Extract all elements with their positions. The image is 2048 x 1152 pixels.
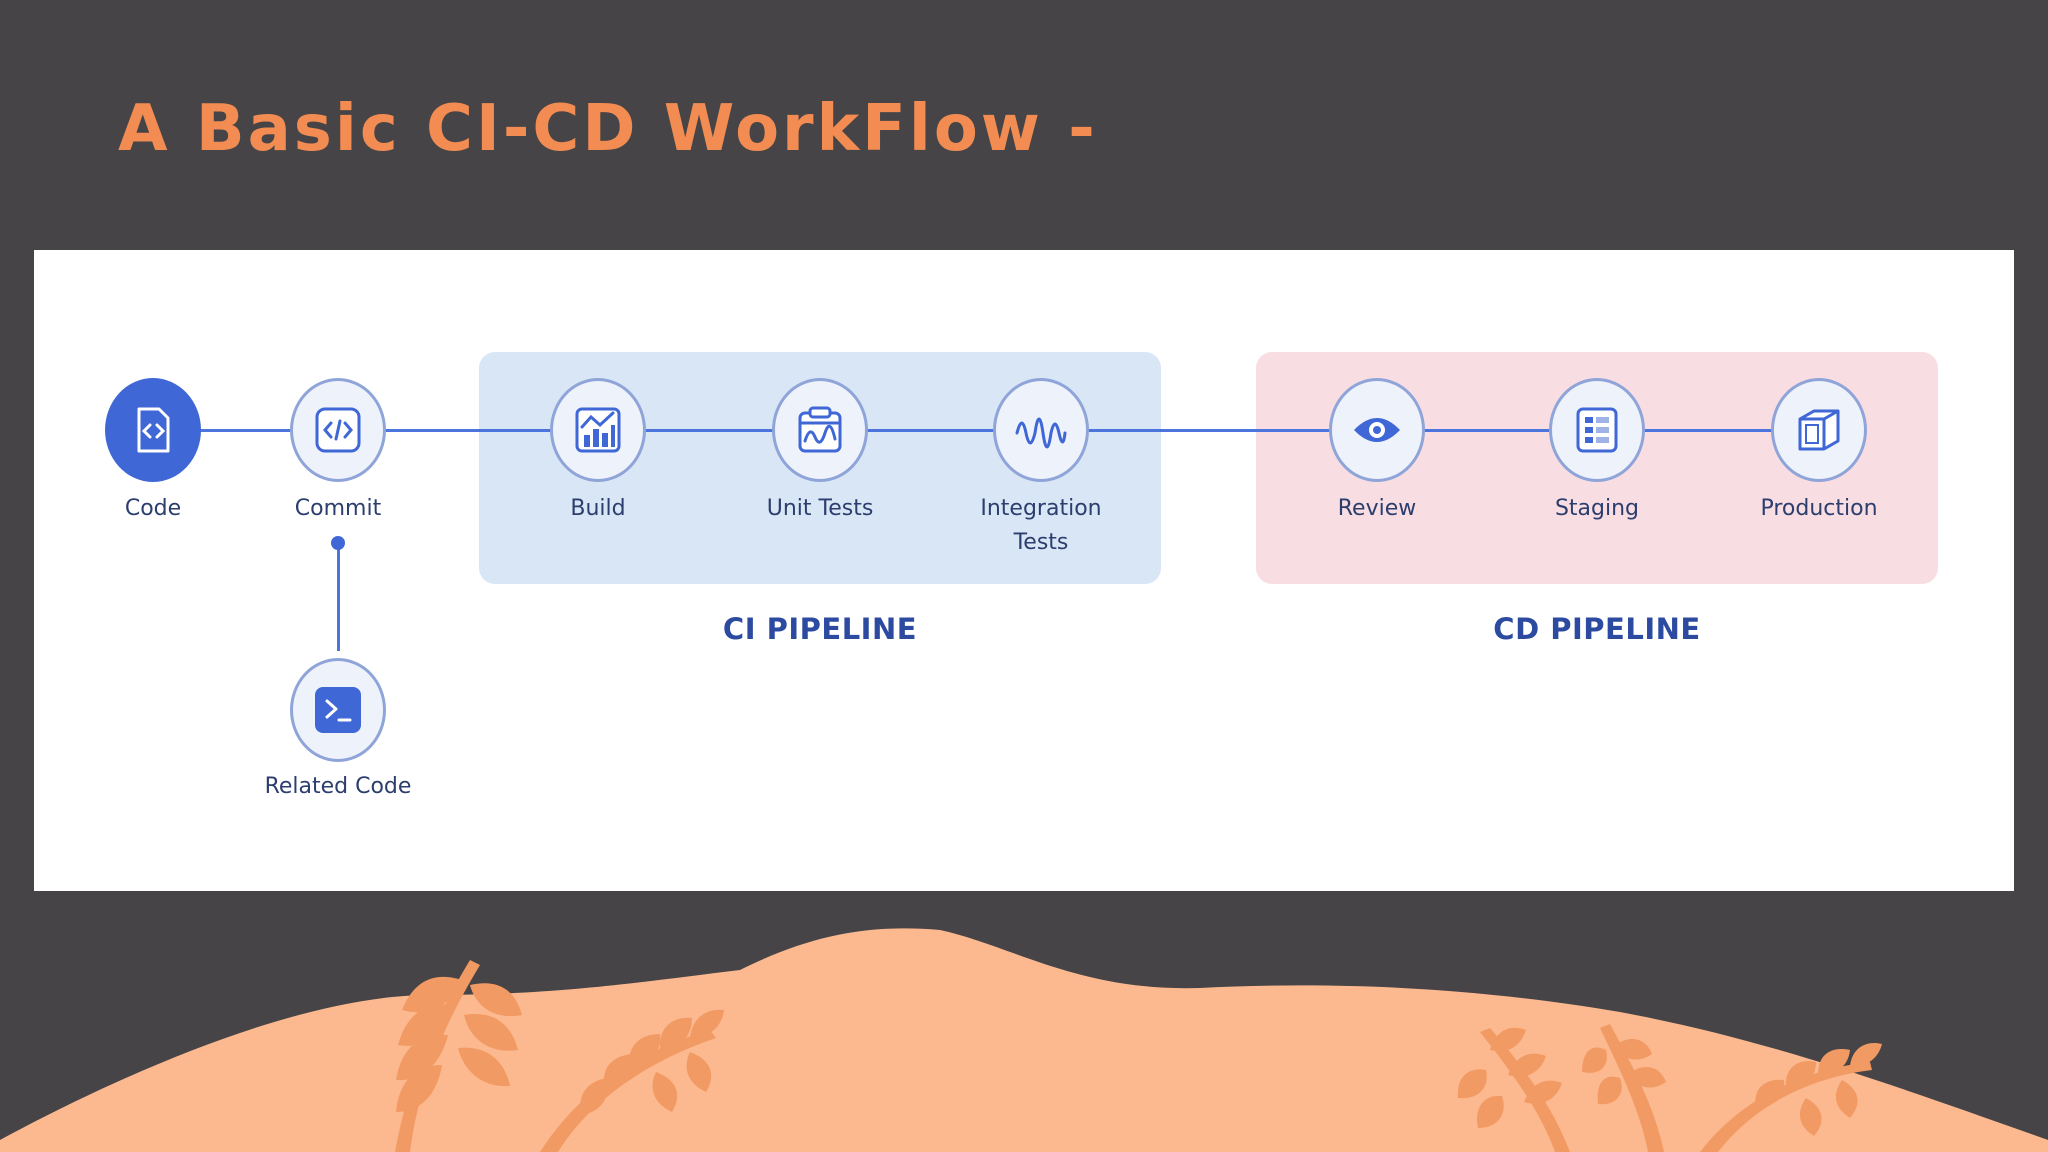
commit-icon bbox=[315, 407, 361, 453]
bar-chart-icon bbox=[575, 407, 621, 453]
build-label: Build bbox=[570, 496, 626, 521]
eye-icon bbox=[1354, 418, 1400, 442]
staging-node bbox=[1549, 378, 1645, 482]
branch-line bbox=[337, 543, 340, 651]
slide-title: A Basic CI-CD WorkFlow - bbox=[118, 92, 1098, 166]
staging-label: Staging bbox=[1554, 496, 1640, 521]
cd-pipeline-label: CD PIPELINE bbox=[1493, 612, 1701, 646]
integration-tests-node bbox=[993, 378, 1089, 482]
code-label: Code bbox=[124, 496, 182, 521]
clipboard-wave-icon bbox=[798, 406, 842, 453]
code-node bbox=[105, 378, 201, 482]
build-node bbox=[550, 378, 646, 482]
unit-tests-node bbox=[772, 378, 868, 482]
branch-dot bbox=[331, 536, 345, 550]
related-code-label: Related Code bbox=[264, 774, 412, 799]
related-code-node bbox=[290, 658, 386, 762]
review-label: Review bbox=[1337, 496, 1417, 521]
leaf-sprig-right bbox=[1457, 1024, 1882, 1152]
commit-label: Commit bbox=[294, 496, 382, 521]
review-node bbox=[1329, 378, 1425, 482]
workflow-diagram: Code Commit Build Unit Tests bbox=[34, 250, 2014, 891]
production-node bbox=[1771, 378, 1867, 482]
terminal-icon bbox=[315, 687, 361, 733]
unit-tests-label: Unit Tests bbox=[766, 496, 874, 521]
list-panel-icon bbox=[1576, 407, 1618, 453]
production-label: Production bbox=[1760, 496, 1878, 521]
cube-icon bbox=[1798, 409, 1840, 451]
ci-pipeline-label: CI PIPELINE bbox=[722, 612, 918, 646]
decorative-footer bbox=[0, 928, 2048, 1152]
commit-node bbox=[290, 378, 386, 482]
leaf-sprig-left bbox=[395, 960, 724, 1152]
integration-tests-label: Integration Tests bbox=[980, 496, 1102, 555]
waveform-icon bbox=[1015, 417, 1067, 449]
code-file-icon bbox=[137, 407, 170, 453]
